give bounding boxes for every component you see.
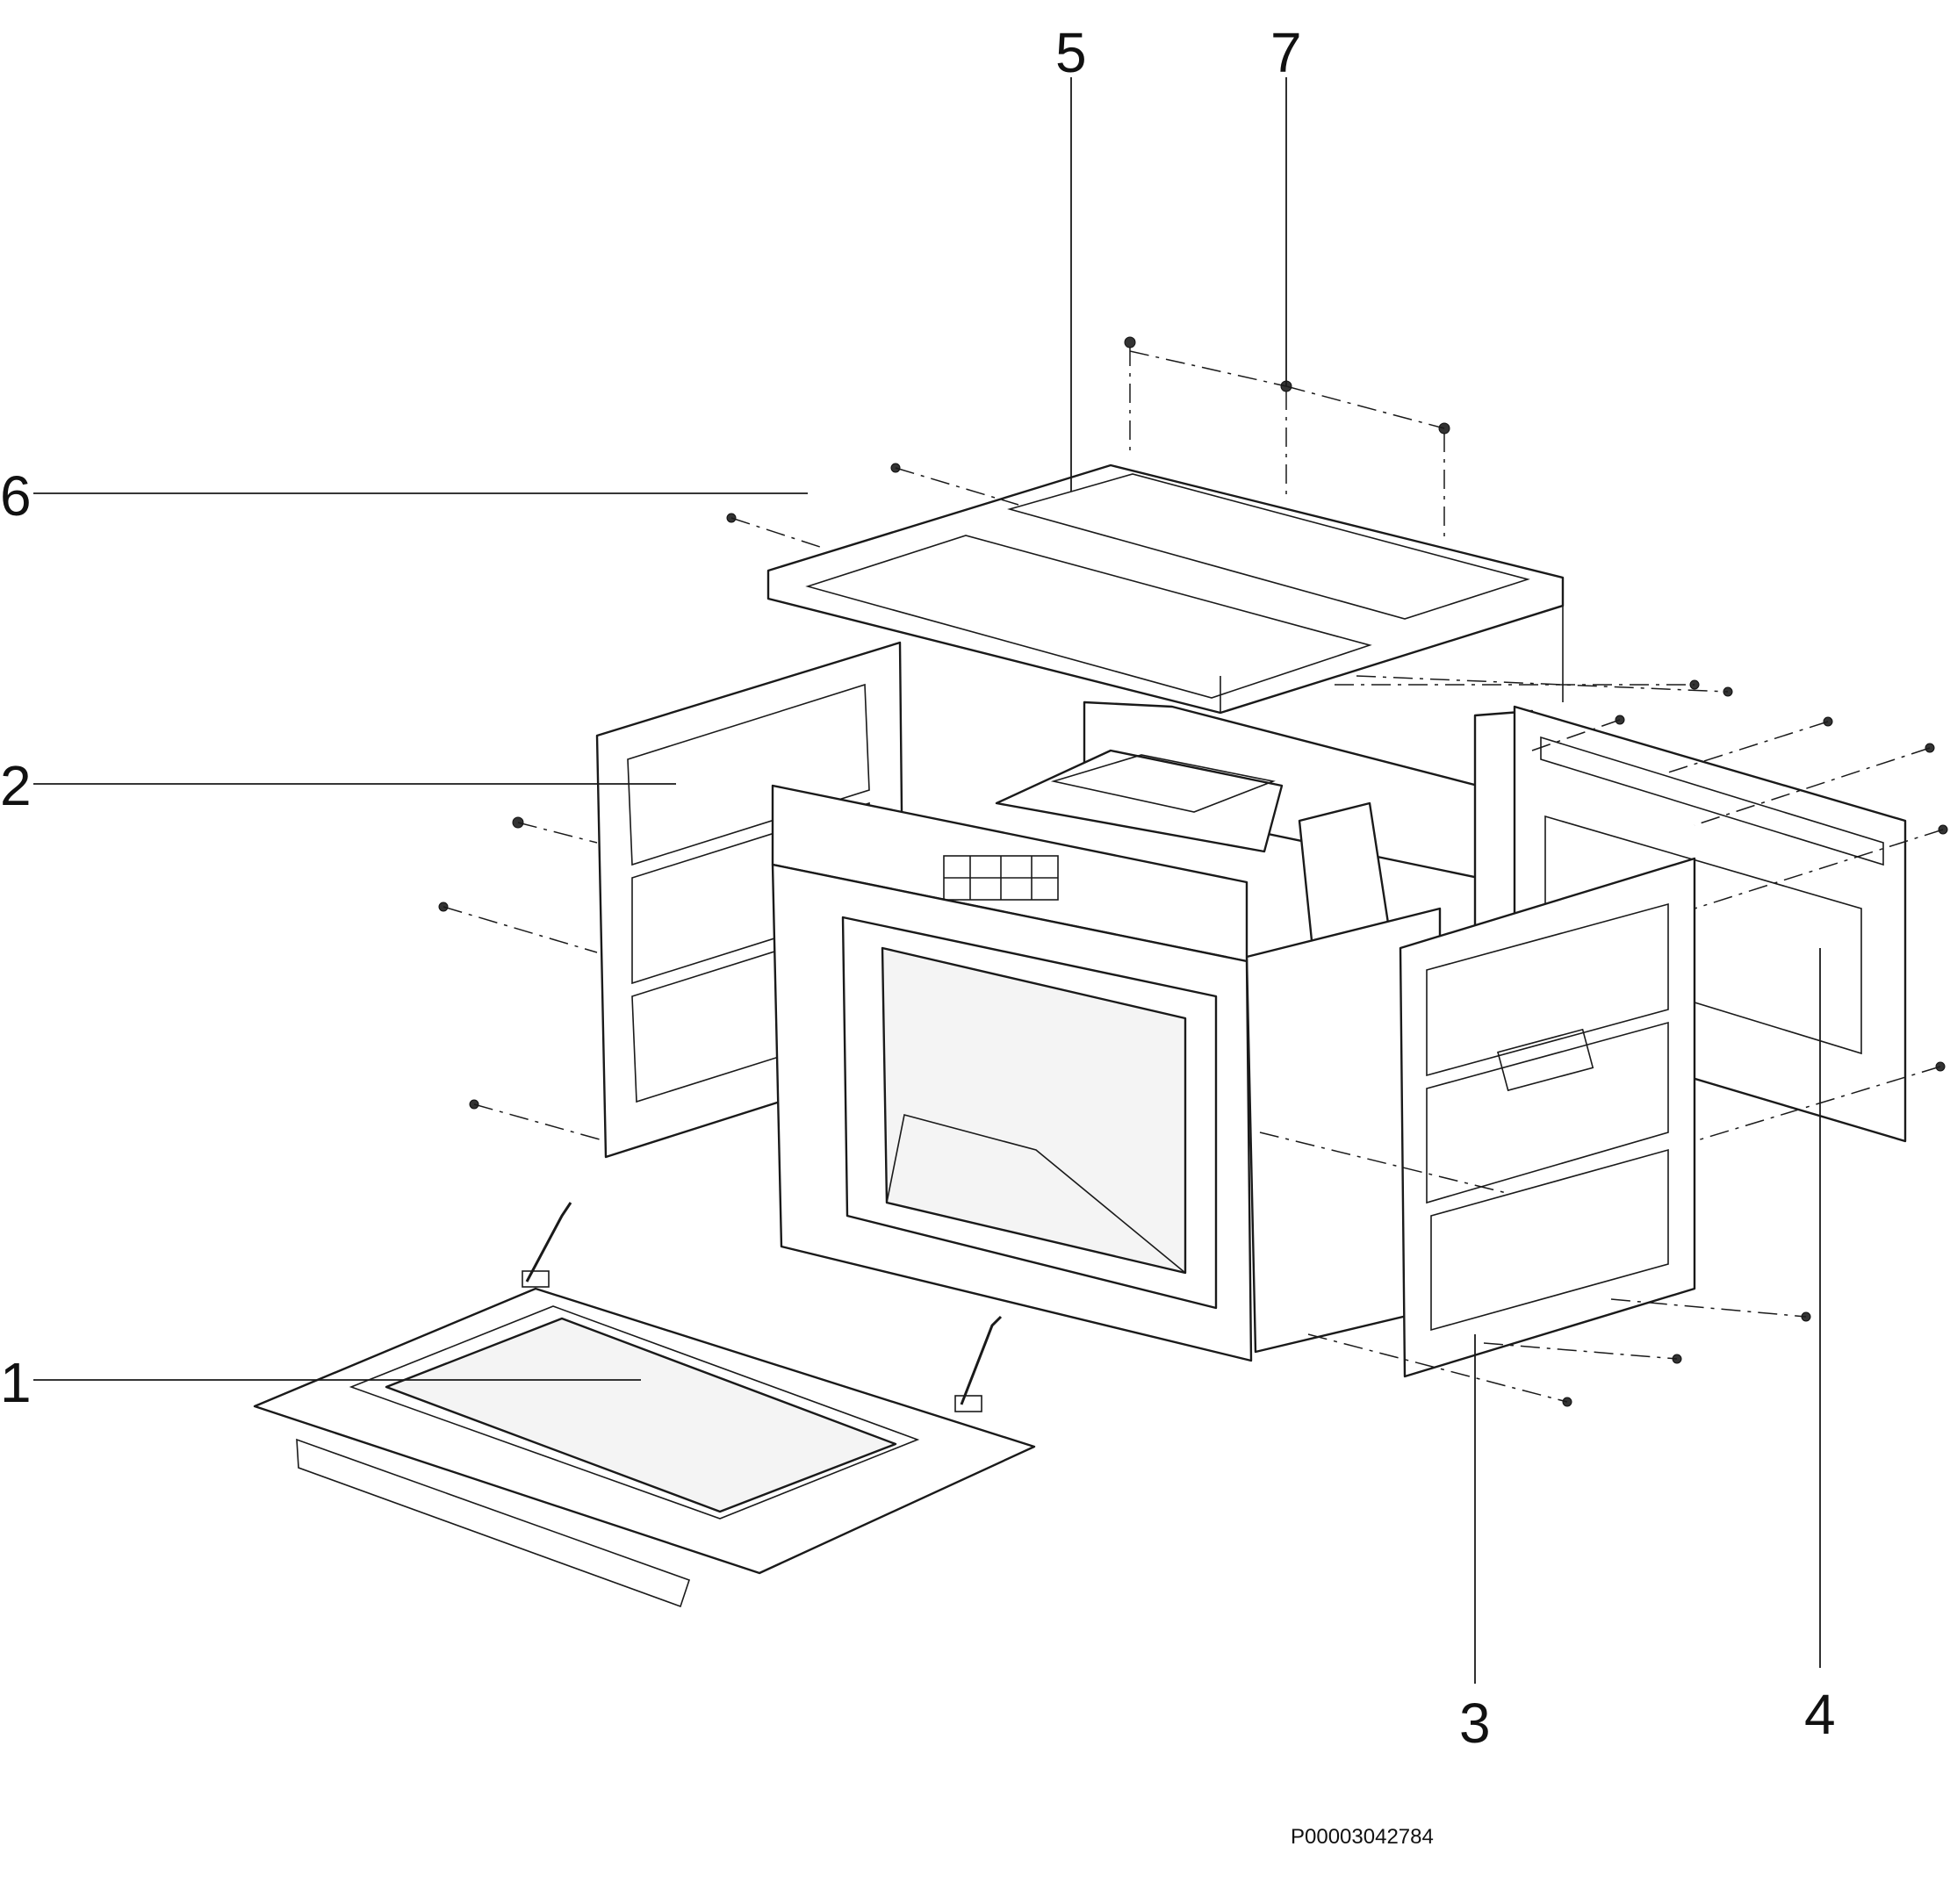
callout-6: 6	[0, 464, 32, 528]
callout-3: 3	[1459, 1692, 1491, 1755]
leader-lines	[33, 77, 1821, 1684]
callout-4: 4	[1804, 1683, 1836, 1746]
callout-2: 2	[0, 754, 32, 817]
callout-7: 7	[1270, 21, 1302, 84]
callout-numbers: 1 2 3 4 5 6 7	[0, 21, 1836, 1755]
callout-1: 1	[0, 1351, 32, 1414]
right-side-panel	[1399, 857, 1696, 1378]
assembly-lines	[443, 347, 1944, 1403]
oven-body	[771, 749, 1442, 1362]
control-buttons	[943, 855, 1059, 901]
oven-door	[253, 1202, 1036, 1608]
document-number: P00003042784	[1291, 1825, 1434, 1849]
top-cover-panel	[766, 463, 1565, 715]
callout-5: 5	[1055, 21, 1087, 84]
